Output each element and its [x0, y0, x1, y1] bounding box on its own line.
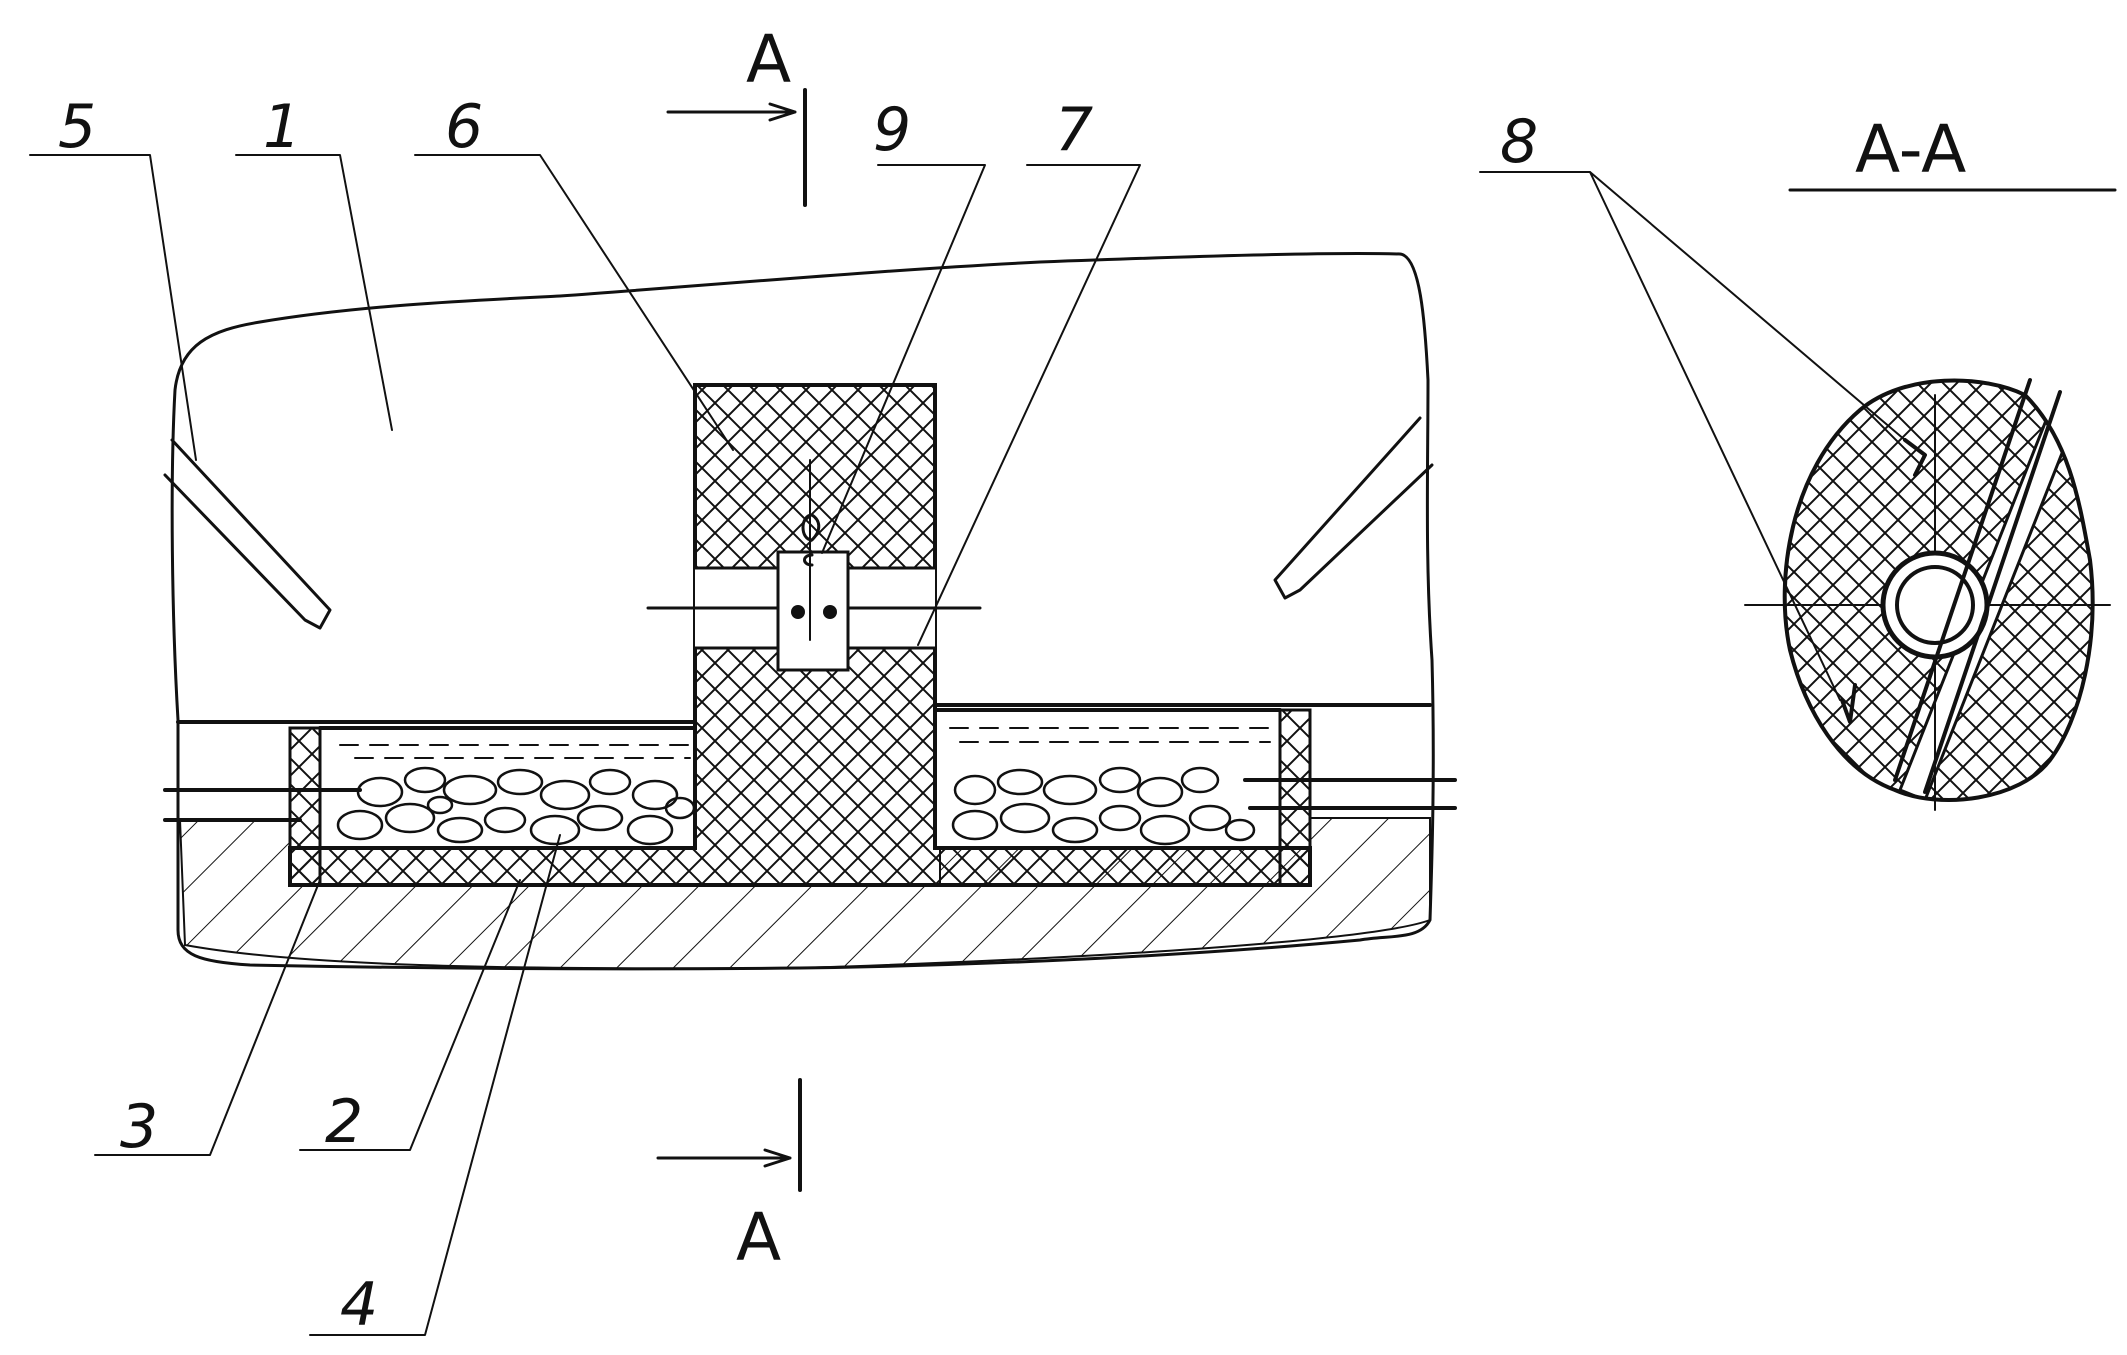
svg-text:1: 1	[263, 92, 301, 162]
main-section-view: A A 5 1 6 9 7 3 2	[29, 21, 1457, 1340]
section-title: A-A	[1855, 111, 1966, 188]
sensor-body	[776, 550, 850, 672]
anchor-rod-left	[163, 438, 332, 630]
section-label-top: A	[746, 21, 791, 98]
svg-text:9: 9	[873, 95, 911, 165]
leader-7: 7	[917, 95, 1141, 646]
leader-6: 6	[414, 92, 734, 451]
leader-9: 9	[821, 95, 986, 554]
svg-text:7: 7	[1055, 95, 1093, 165]
gravel-right	[951, 766, 1256, 846]
leader-4: 4	[309, 834, 561, 1340]
svg-text:8: 8	[1500, 107, 1538, 177]
anchor-rod-right	[1273, 416, 1434, 600]
leader-1: 1	[235, 92, 393, 431]
right-end-post	[1278, 708, 1312, 887]
leader-3: 3	[94, 879, 321, 1162]
section-label-bottom: A	[736, 1199, 781, 1276]
svg-text:2: 2	[325, 1087, 363, 1157]
svg-text:6: 6	[445, 92, 483, 162]
gravel-left	[336, 766, 696, 846]
leader-5: 5	[29, 92, 197, 461]
svg-text:5: 5	[58, 92, 96, 162]
leader-8: 8	[1479, 107, 1906, 701]
svg-text:3: 3	[120, 1092, 158, 1162]
section-detail-view: A-A 8	[1479, 107, 2117, 811]
leader-2: 2	[299, 879, 521, 1157]
left-end-post	[288, 726, 322, 887]
svg-text:4: 4	[340, 1270, 378, 1340]
